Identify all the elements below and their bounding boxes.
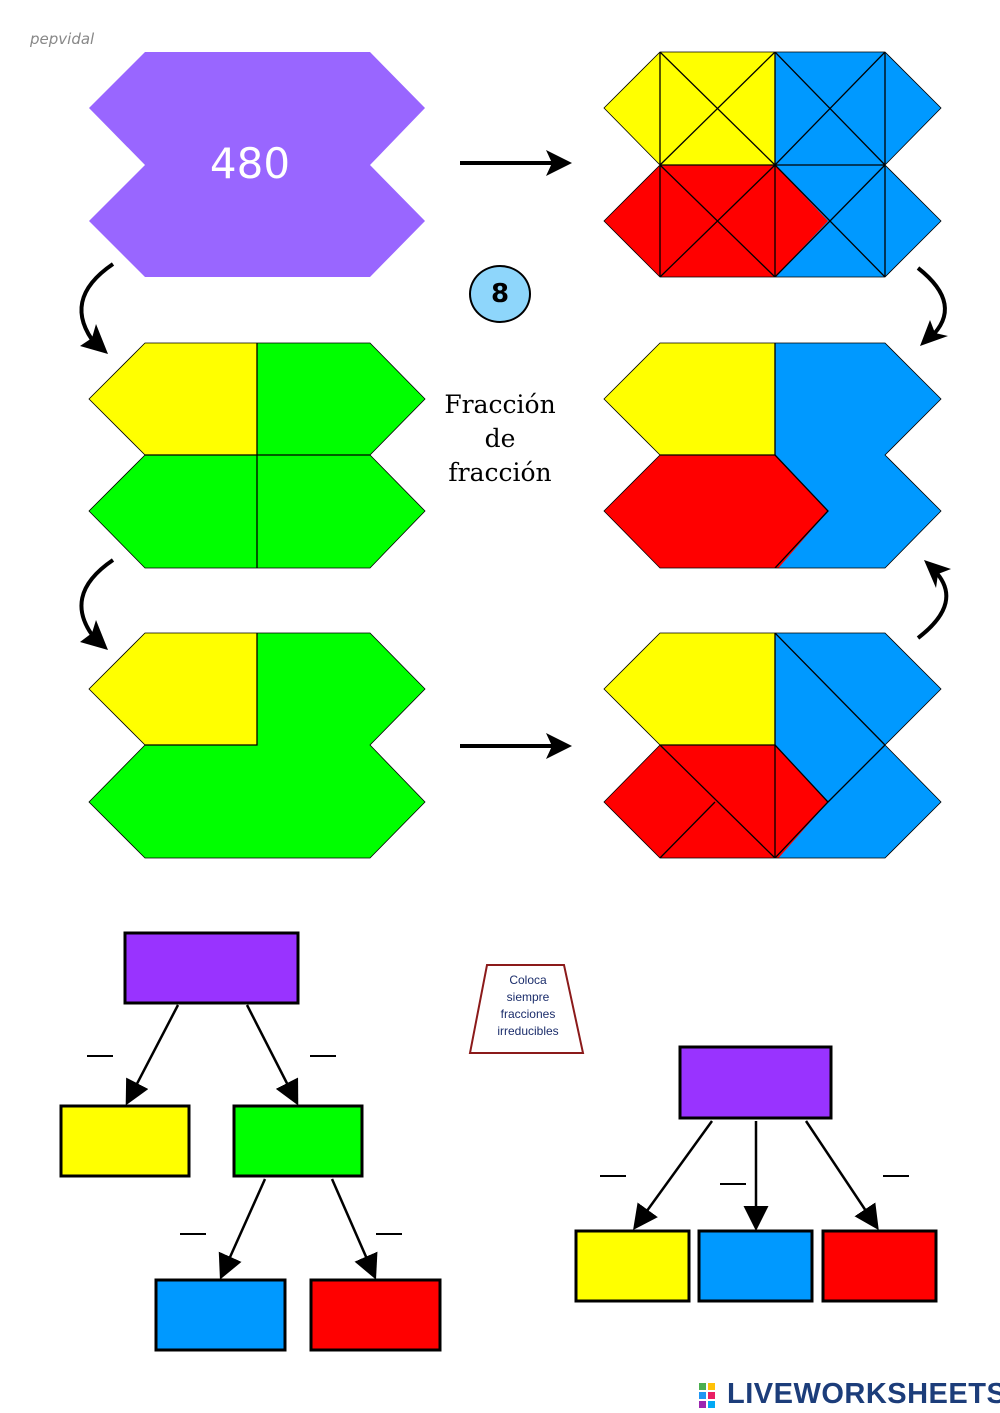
answer-blue-left-input[interactable]: [156, 1280, 289, 1352]
title-line: Fracción: [444, 390, 556, 419]
answer-yellow-right-input[interactable]: [576, 1231, 693, 1303]
answer-yellow-left-input[interactable]: [61, 1106, 193, 1178]
note-frame: [468, 964, 585, 1054]
author-label: pepvidal: [30, 30, 95, 48]
fraction-blank[interactable]: [85, 1035, 115, 1075]
note-line: siempre: [506, 990, 550, 1004]
answer-root-right-input[interactable]: [680, 1047, 835, 1120]
note-line: fracciones: [500, 1007, 556, 1021]
quarter-highlight-shape: [89, 633, 425, 858]
fraction-blank[interactable]: [374, 1213, 404, 1253]
straight-arrow-icon: [460, 150, 572, 176]
fraction-blank[interactable]: [308, 1035, 338, 1075]
curved-arrow-icon: [79, 558, 115, 650]
note-line: Coloca: [509, 973, 547, 987]
exercise-number-badge: 8: [469, 265, 531, 323]
answer-field[interactable]: [311, 1280, 444, 1352]
fraction-blank[interactable]: [178, 1213, 208, 1253]
fraction-blank[interactable]: [598, 1155, 628, 1195]
triangle-split-shape: [604, 633, 941, 858]
answer-green-left-input[interactable]: [234, 1106, 366, 1178]
brand-name: LIVEWORKSHEETS: [727, 1378, 1000, 1410]
liveworksheets-logo-icon: [699, 1382, 715, 1408]
answer-field[interactable]: [823, 1231, 940, 1303]
worksheet-title: Fracción de fracción: [420, 388, 580, 490]
answer-field[interactable]: [234, 1106, 366, 1178]
answer-blue-right-input[interactable]: [699, 1231, 816, 1303]
answer-root-left-input[interactable]: [125, 933, 302, 1005]
fraction-blank[interactable]: [718, 1163, 748, 1203]
answer-red-left-input[interactable]: [311, 1280, 444, 1352]
instruction-note: Coloca siempre fracciones irreducibles: [476, 972, 580, 1040]
note-line: irreducibles: [497, 1024, 559, 1038]
straight-arrow-icon: [460, 733, 572, 759]
curved-arrow-icon: [79, 262, 115, 354]
answer-field[interactable]: [576, 1231, 693, 1303]
three-color-shape: [604, 343, 941, 568]
answer-field[interactable]: [680, 1047, 835, 1120]
title-line: fracción: [448, 458, 552, 487]
whole-shape: 480: [89, 52, 425, 277]
brand-logo: LIVEWORKSHEETS: [698, 1378, 1000, 1411]
answer-field[interactable]: [156, 1280, 289, 1352]
tree-left-connectors: [125, 1004, 378, 1280]
answer-field[interactable]: [699, 1231, 816, 1303]
total-number: 480: [210, 139, 290, 188]
exercise-number: 8: [490, 279, 510, 309]
tree-right-connectors: [633, 1120, 879, 1231]
curved-arrow-icon: [916, 560, 951, 640]
answer-field[interactable]: [61, 1106, 193, 1178]
answer-field[interactable]: [125, 933, 302, 1005]
quarters-shape: [89, 343, 425, 568]
fraction-blank[interactable]: [881, 1155, 911, 1195]
curved-arrow-icon: [916, 266, 948, 346]
title-line: de: [484, 424, 516, 453]
detailed-grid-shape: [604, 52, 941, 277]
answer-red-right-input[interactable]: [823, 1231, 940, 1303]
